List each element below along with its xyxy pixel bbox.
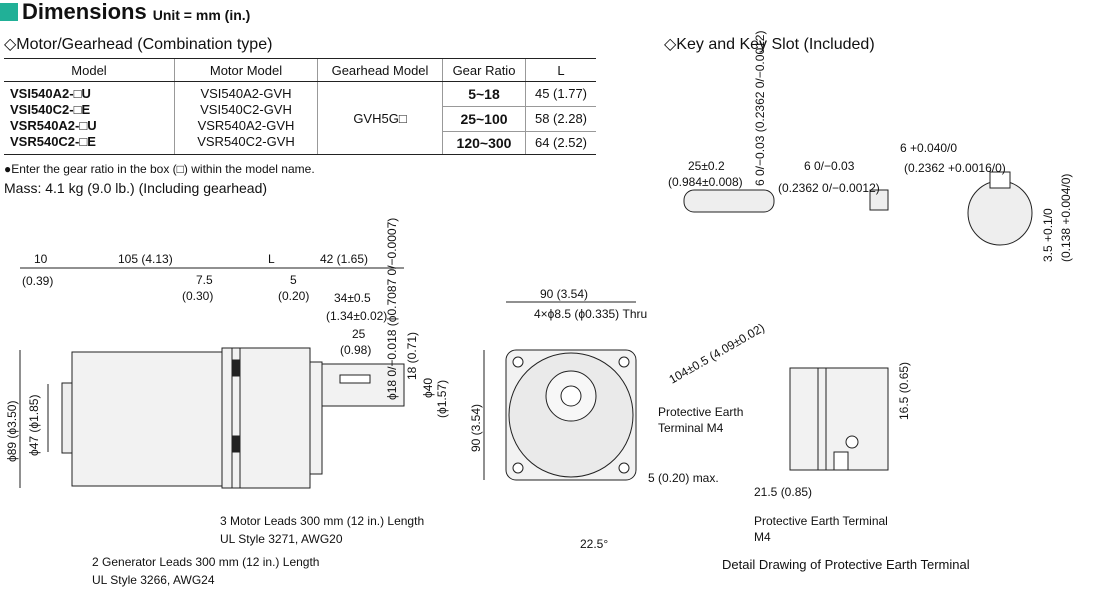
key-dim-6: 6 0/−0.03 [804,159,855,173]
dim-105: 105 (4.13) [118,252,173,266]
dim-shaft-diameter: ϕ18 0/−0.018 (ϕ0.7087 0/−0.0007) [385,218,399,400]
dim-34: 34±0.5 [334,291,371,305]
slot-dim-6: 6 +0.040/0 [900,141,957,155]
col-length: L [525,58,596,82]
model-note: ●Enter the gear ratio in the box (□) wit… [4,162,315,176]
unit-note: Unit = mm (in.) [152,7,251,23]
length-value: 64 (2.52) [534,135,588,150]
ratio-cell: 5~18 25~100 120~300 [442,81,526,155]
motor-leads-ul: UL Style 3271, AWG20 [220,532,343,546]
key-dim-6-in: (0.2362 0/−0.0012) [778,181,880,195]
gear-ratio: 25~100 [443,107,525,132]
dim-90-width: 90 (3.54) [540,287,588,301]
dim-40: ϕ40 [421,378,435,398]
dim-25-in: (0.98) [340,343,371,357]
slot-dim-3-5: 3.5 +0.1/0 [1041,208,1055,262]
model-name: VSI540A2-□U [10,86,91,101]
front-view-gearhead [505,349,637,481]
mass-text: Mass: 4.1 kg (9.0 lb.) (Including gearhe… [4,180,268,196]
dim-L: L [268,252,275,266]
generator-leads-label: 2 Generator Leads 300 mm (12 in.) Length [92,555,319,569]
page-title: Dimensions [22,0,147,24]
motor-model: VSR540C2-GVH [197,134,295,149]
dim-42: 42 (1.65) [320,252,368,266]
col-model: Model [4,58,175,82]
pe-terminal-detail [789,367,889,471]
dim-89: ϕ89 (ϕ3.50) [5,401,19,462]
key-section-title: ◇Key and Key Slot (Included) [664,36,875,53]
col-gearhead-model: Gearhead Model [317,58,443,82]
generator-leads-ul: UL Style 3266, AWG24 [92,573,215,587]
slot-dim-6-in: (0.2362 +0.0016/0) [904,161,1006,175]
dim-7-5-in: (0.30) [182,289,213,303]
angle-22-5: 22.5° [580,537,608,551]
page-header: Dimensions Unit = mm (in.) [0,0,250,24]
pe-terminal-label: Protective Earth [658,405,743,419]
model-name: VSI540C2-□E [10,102,91,117]
dim-7-5: 7.5 [196,273,213,287]
key-dim-25: 25±0.2 [688,159,725,173]
dim-10: 10 [34,252,48,266]
dim-104: 104±0.5 (4.09±0.02) [667,321,767,387]
dim-16-5: 16.5 (0.65) [897,362,911,420]
slot-dim-3-5-in: (0.138 +0.004/0) [1059,174,1073,262]
key-dim-6-vertical: 6 0/−0.03 (0.2362 0/−0.0012) [753,31,767,186]
motor-model-cell: VSI540A2-GVH VSI540C2-GVH VSR540A2-GVH V… [174,81,318,155]
detail-caption: Detail Drawing of Protective Earth Termi… [722,557,970,572]
dim-5: 5 [290,273,297,287]
length-cell: 45 (1.77) 58 (2.28) 64 (2.52) [525,81,596,155]
dim-10-in: (0.39) [22,274,53,288]
dim-21-5: 21.5 (0.85) [754,485,812,499]
model-cell: VSI540A2-□U VSI540C2-□E VSR540A2-□U VSR5… [4,81,175,155]
dim-25: 25 [352,327,366,341]
motor-section-title: ◇Motor/Gearhead (Combination type) [4,36,273,53]
col-gear-ratio: Gear Ratio [442,58,526,82]
pe-terminal-label-2: Terminal M4 [658,421,724,435]
pe-detail-label: Protective Earth Terminal [754,514,888,528]
key-drawing [683,171,1033,246]
section-marker-icon [0,3,18,21]
dim-18: 18 (0.71) [405,332,419,380]
motor-model: VSR540A2-GVH [197,118,295,133]
gear-ratio: 5~18 [443,82,525,107]
model-name: VSR540C2-□E [10,134,96,149]
dim-90-height: 90 (3.54) [469,404,483,452]
dim-47: ϕ47 (ϕ1.85) [27,395,41,456]
dim-40-in: (ϕ1.57) [435,380,449,418]
side-view-motor [61,347,405,489]
table-header-row: Model Motor Model Gearhead Model Gear Ra… [4,58,596,82]
pe-detail-label-2: M4 [754,530,771,544]
dim-5-in: (0.20) [278,289,309,303]
model-name: VSR540A2-□U [10,118,97,133]
col-motor-model: Motor Model [174,58,318,82]
dim-5-max: 5 (0.20) max. [648,471,719,485]
length-value: 45 (1.77) [526,82,596,107]
motor-model: VSI540A2-GVH [200,86,292,101]
gearhead-cell: GVH5G□ [317,81,443,155]
dim-holes: 4×ϕ8.5 (ϕ0.335) Thru [534,307,647,321]
motor-leads-label: 3 Motor Leads 300 mm (12 in.) Length [220,514,424,528]
gear-ratio: 120~300 [456,135,512,151]
table-row: VSI540A2-□U VSI540C2-□E VSR540A2-□U VSR5… [4,81,596,155]
motor-model: VSI540C2-GVH [200,102,292,117]
dim-34-in: (1.34±0.02) [326,309,387,323]
length-value: 58 (2.28) [526,107,596,132]
key-dim-25-in: (0.984±0.008) [668,175,743,189]
spec-table: Model Motor Model Gearhead Model Gear Ra… [4,58,596,155]
